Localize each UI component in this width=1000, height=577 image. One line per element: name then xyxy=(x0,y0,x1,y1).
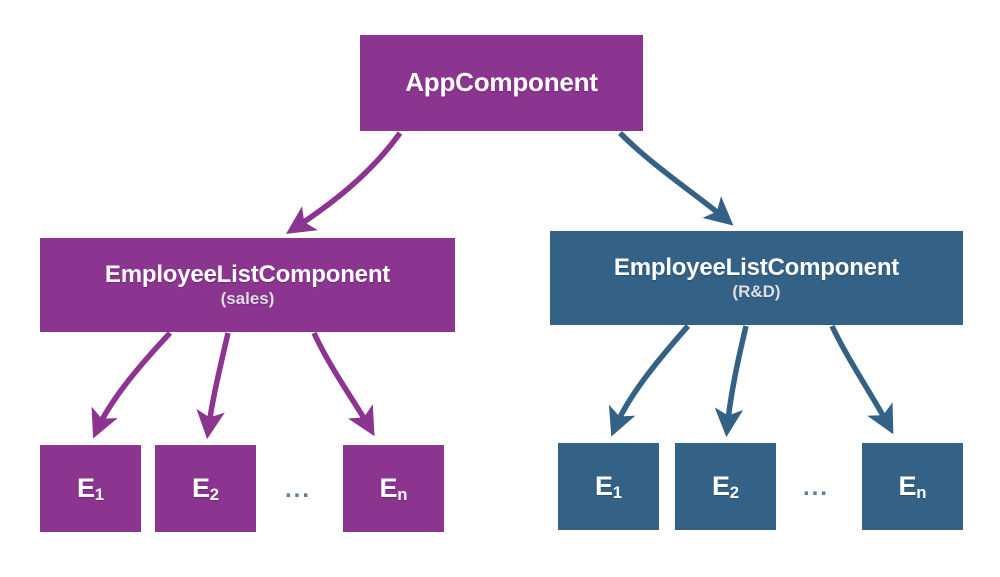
node-employee-sales-2[interactable]: E2 xyxy=(155,445,256,532)
node-employee-list-rnd-label: EmployeeListComponent xyxy=(613,253,900,281)
edge-rnd-to-leaf-n xyxy=(829,324,894,435)
edge-sales-to-leaf-n xyxy=(311,331,375,437)
ellipsis-rnd: ... xyxy=(803,474,830,501)
node-employee-list-rnd[interactable]: EmployeeListComponent (R&D) xyxy=(550,231,963,325)
node-employee-list-sales-label: EmployeeListComponent xyxy=(104,260,391,288)
employee-base: E xyxy=(594,471,613,502)
node-employee-sales-1[interactable]: E1 xyxy=(40,445,141,532)
employee-base: E xyxy=(898,471,917,502)
employee-base: E xyxy=(711,471,730,502)
employee-subscript: n xyxy=(916,483,927,503)
node-employee-rnd-1[interactable]: E1 xyxy=(558,443,659,530)
node-app-component[interactable]: AppComponent xyxy=(360,35,643,131)
node-employee-rnd-n[interactable]: En xyxy=(862,443,963,530)
edge-root-to-rnd xyxy=(618,131,734,226)
node-employee-rnd-1-label: E1 xyxy=(594,471,623,503)
employee-subscript: 2 xyxy=(729,483,740,503)
employee-subscript: n xyxy=(397,485,408,505)
edge-sales-to-leaf-1 xyxy=(91,331,173,439)
node-employee-sales-2-label: E2 xyxy=(191,473,220,505)
node-employee-sales-1-label: E1 xyxy=(76,473,105,505)
node-employee-rnd-2-label: E2 xyxy=(711,471,740,503)
edge-rnd-to-leaf-2 xyxy=(714,325,749,438)
node-employee-rnd-2[interactable]: E2 xyxy=(675,443,776,530)
edge-rnd-to-leaf-1 xyxy=(608,324,691,437)
edge-root-to-sales xyxy=(286,131,403,234)
employee-subscript: 2 xyxy=(209,485,220,505)
employee-base: E xyxy=(191,473,210,504)
node-app-component-label: AppComponent xyxy=(405,67,598,98)
node-employee-rnd-n-label: En xyxy=(898,471,927,503)
node-employee-list-sales[interactable]: EmployeeListComponent (sales) xyxy=(40,238,455,332)
node-employee-list-rnd-sublabel: (R&D) xyxy=(732,281,781,301)
node-employee-sales-n-label: En xyxy=(379,473,408,505)
employee-subscript: 1 xyxy=(94,485,105,505)
node-employee-list-sales-sublabel: (sales) xyxy=(220,288,275,308)
employee-subscript: 1 xyxy=(612,483,623,503)
node-employee-sales-n[interactable]: En xyxy=(343,445,444,532)
edge-sales-to-leaf-2 xyxy=(196,332,231,440)
employee-base: E xyxy=(379,473,398,504)
employee-base: E xyxy=(76,473,95,504)
ellipsis-sales: ... xyxy=(285,476,312,503)
